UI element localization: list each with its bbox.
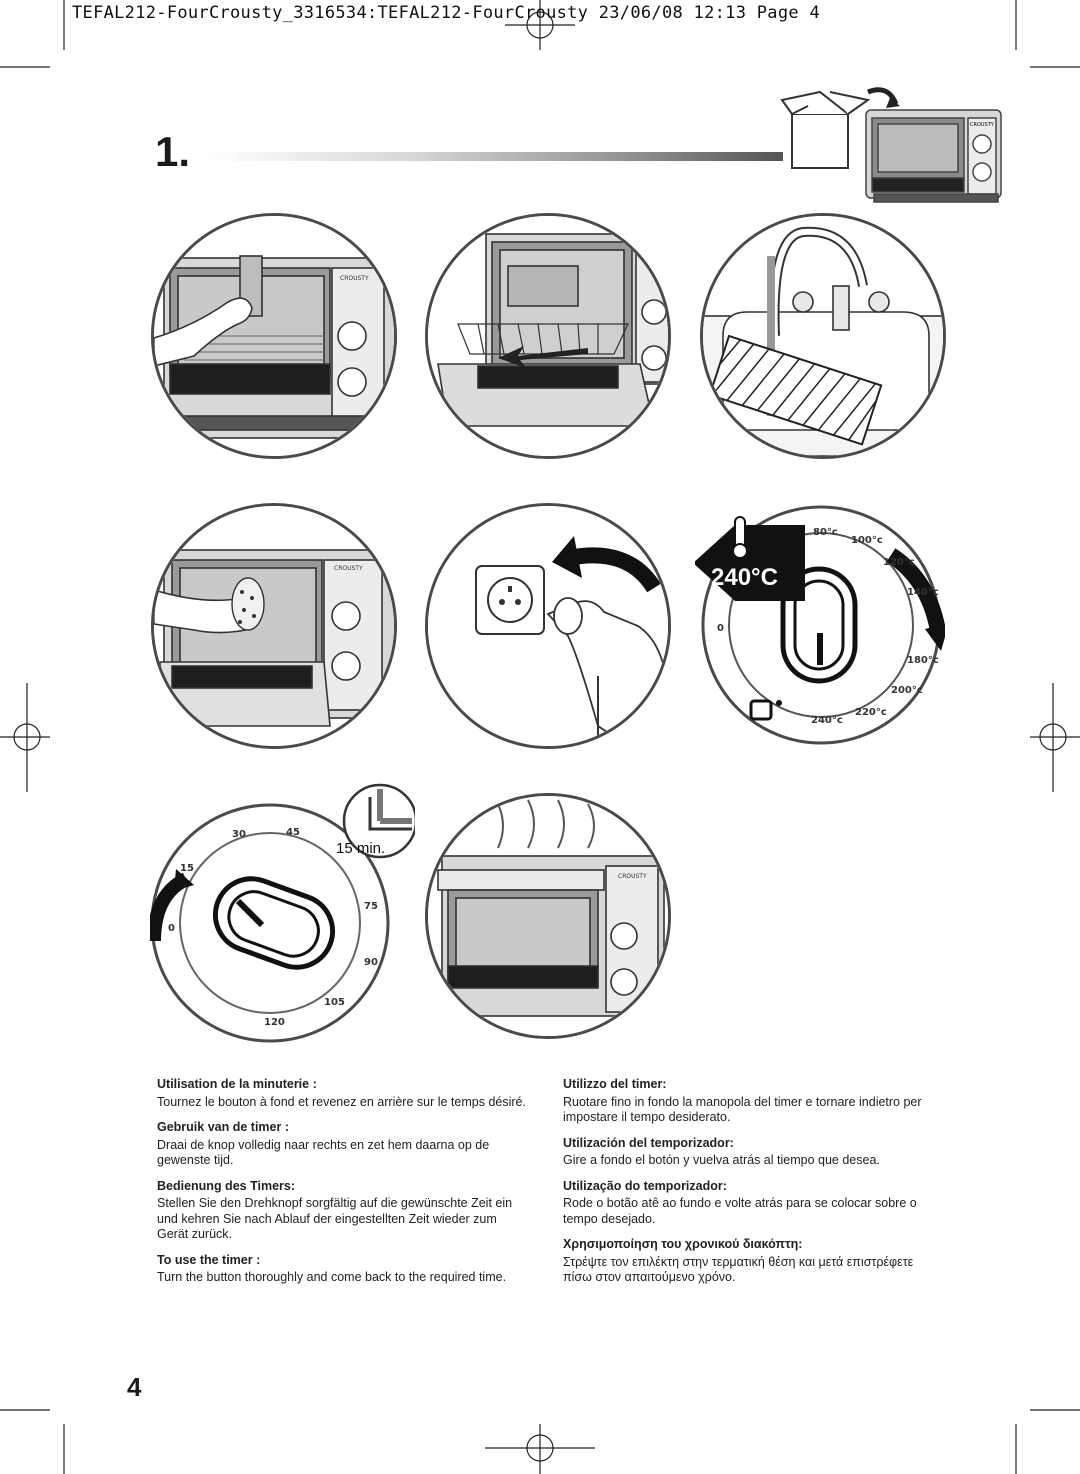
temp-mark: 200°c	[891, 685, 923, 696]
instruction-body: Rode o botão atê ao fundo e volte atrás …	[563, 1196, 917, 1226]
instruction-body: Ruotare fino in fondo la manopola del ti…	[563, 1094, 922, 1125]
unboxing-illustration: CROUSTY	[780, 82, 1005, 212]
illustration-remove-packaging: CROUSTY	[151, 213, 397, 459]
instruction-title: Bedienung des Timers:	[157, 1178, 295, 1193]
illustration-hot-oven: CROUSTY	[425, 793, 671, 1039]
illustration-timer-dial: 15 min. 0 15 30 45 75 90 105 120	[147, 783, 418, 1043]
illustration-clean-oven: CROUSTY	[151, 503, 397, 749]
temp-mark: 180°c	[907, 655, 939, 666]
instruction-block-it: Utilizzo del timer: Ruotare fino in fond…	[563, 1077, 933, 1126]
timer-mark: 105	[324, 997, 345, 1008]
instruction-block-pt: Utilização do temporizador: Rode o botão…	[563, 1179, 933, 1228]
timer-mark: 15	[180, 863, 194, 874]
instruction-block-el: Χρησιμοποίηση του χρονικού διακόπτη: Στρ…	[563, 1237, 933, 1286]
oven-brand-label: CROUSTY	[618, 873, 647, 880]
instruction-body: Turn the button thoroughly and come back…	[157, 1270, 507, 1284]
timer-mark: 90	[364, 957, 378, 968]
instruction-block-de: Bedienung des Timers: Stellen Sie den Dr…	[157, 1179, 527, 1243]
instruction-block-fr: Utilisation de la minuterie : Tournez le…	[157, 1077, 527, 1110]
instruction-block-en: To use the timer : Turn the button thoro…	[157, 1253, 527, 1286]
instruction-title: Utilisation de la minuterie :	[157, 1077, 317, 1091]
instruction-title: Gebruik van de timer :	[157, 1120, 289, 1134]
timer-badge: 15 min.	[336, 840, 385, 857]
instruction-body: Στρέψτε τον επιλέκτη στην τερματική θέση…	[563, 1254, 914, 1285]
oven-brand-label: CROUSTY	[970, 122, 995, 128]
oven-brand-label: CROUSTY	[340, 275, 369, 282]
instruction-body: Tournez le bouton à fond et revenez en a…	[157, 1094, 526, 1109]
temp-mark: 80°c	[813, 527, 838, 538]
timer-mark: 45	[286, 827, 300, 838]
instruction-block-es: Utilización del temporizador: Gire a fon…	[563, 1136, 933, 1169]
temp-mark: 220°c	[855, 707, 887, 718]
instructions-right-column: Utilizzo del timer: Ruotare fino in fond…	[563, 1077, 933, 1296]
page-number: 4	[127, 1372, 142, 1402]
illustration-wash-rack	[700, 213, 946, 459]
temp-mark: 100°c	[851, 535, 883, 546]
illustration-remove-rack	[425, 213, 671, 459]
instructions-left-column: Utilisation de la minuterie : Tournez le…	[157, 1077, 527, 1296]
temp-mark: 140°c	[907, 587, 939, 598]
temperature-big-label: 240°C	[711, 564, 778, 591]
instruction-title: Χρησιμοποίηση του χρονικού διακόπτη:	[563, 1237, 803, 1251]
instruction-body: Draai de knop volledig naar rechts en ze…	[157, 1137, 490, 1168]
temp-mark: 240°c	[811, 715, 843, 726]
temp-mark: 120°c	[883, 557, 915, 568]
instruction-title: Utilizzo del timer:	[563, 1077, 667, 1091]
step-gradient-bar	[205, 152, 783, 161]
print-header: TEFAL212-FourCrousty_3316534:TEFAL212-Fo…	[72, 3, 820, 23]
illustration-temperature-dial: 240°C 80°c 100°c 120°c 140°c 180°c 200°c…	[693, 503, 949, 748]
step-number: 1.	[155, 128, 191, 175]
temp-mark-zero: 0	[717, 623, 724, 634]
timer-mark: 30	[232, 829, 246, 840]
instruction-body: Gire a fondo el botón y vuelva atrás al …	[563, 1153, 880, 1167]
instruction-title: To use the timer :	[157, 1252, 261, 1267]
instruction-title: Utilização do temporizador:	[563, 1178, 727, 1193]
timer-mark: 0	[168, 923, 175, 934]
oven-brand-label: CROUSTY	[334, 565, 363, 572]
timer-mark: 120	[264, 1017, 285, 1028]
instruction-block-nl: Gebruik van de timer : Draai de knop vol…	[157, 1120, 527, 1169]
timer-mark: 75	[364, 901, 378, 912]
illustration-plug-in	[425, 503, 671, 749]
instruction-title: Utilización del temporizador:	[563, 1135, 734, 1150]
instruction-body: Stellen Sie den Drehknopf sorgfältig auf…	[157, 1196, 513, 1241]
